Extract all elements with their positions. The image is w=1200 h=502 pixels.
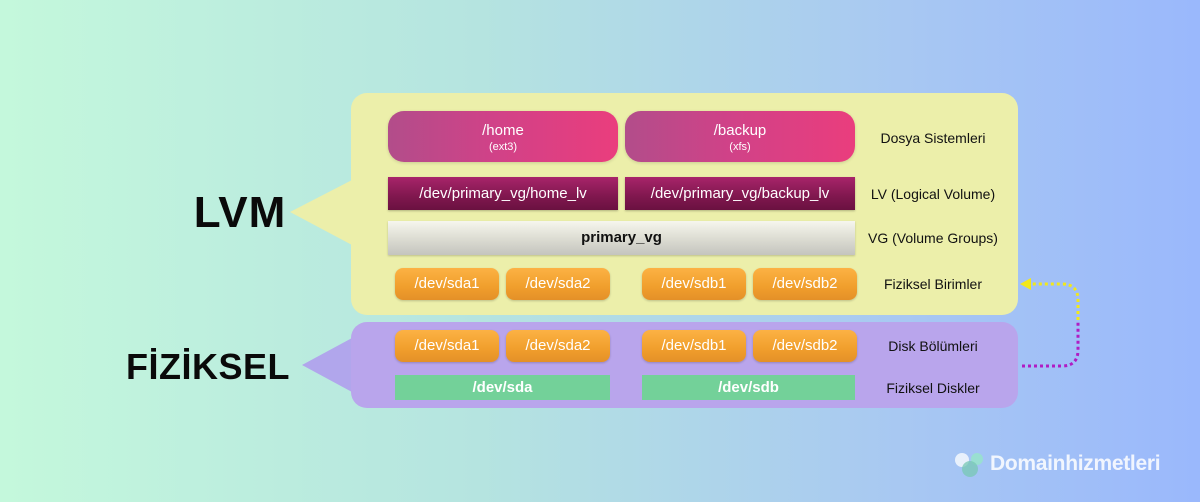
physical-callout-pointer — [302, 338, 352, 392]
filesystem-backup: /backup (xfs) — [625, 111, 855, 162]
filesystem-type: (ext3) — [488, 141, 518, 153]
disk-sda: /dev/sda — [395, 375, 610, 400]
layer-label-lv: LV (Logical Volume) — [870, 186, 996, 202]
filesystem-name: /backup — [713, 122, 767, 139]
volume-group: primary_vg — [388, 221, 855, 255]
filesystem-home: /home (ext3) — [388, 111, 618, 162]
layer-label-disks: Fiziksel Diskler — [886, 380, 980, 396]
logical-volume-backup: /dev/primary_vg/backup_lv — [625, 177, 855, 210]
connector-arrowhead — [1020, 278, 1031, 290]
layer-label-vg: VG (Volume Groups) — [868, 230, 998, 246]
physical-unit-sdb2: /dev/sdb2 — [753, 268, 857, 300]
physical-unit-sda1: /dev/sda1 — [395, 268, 499, 300]
partition-sdb2: /dev/sdb2 — [753, 330, 857, 362]
physical-to-lvm-connector-yellow — [1030, 282, 1080, 320]
layer-label-partitions: Disk Bölümleri — [888, 338, 978, 354]
layer-label-filesystems: Dosya Sistemleri — [880, 130, 986, 146]
partition-sda1: /dev/sda1 — [395, 330, 499, 362]
physical-heading: FİZİKSEL — [126, 346, 290, 387]
physical-unit-sda2: /dev/sda2 — [506, 268, 610, 300]
lvm-heading: LVM — [193, 188, 287, 237]
disk-sdb: /dev/sdb — [642, 375, 855, 400]
logo-text: Domainhizmetleri — [990, 452, 1161, 475]
partition-sdb1: /dev/sdb1 — [642, 330, 746, 362]
physical-to-lvm-connector-magenta — [1022, 320, 1080, 368]
filesystem-type: (xfs) — [729, 141, 751, 153]
filesystem-name: /home — [482, 122, 524, 139]
lvm-callout-pointer — [290, 180, 352, 245]
logo-icon — [955, 453, 983, 477]
physical-unit-sdb1: /dev/sdb1 — [642, 268, 746, 300]
layer-label-pv: Fiziksel Birimler — [884, 276, 982, 292]
logical-volume-home: /dev/primary_vg/home_lv — [388, 177, 618, 210]
partition-sda2: /dev/sda2 — [506, 330, 610, 362]
